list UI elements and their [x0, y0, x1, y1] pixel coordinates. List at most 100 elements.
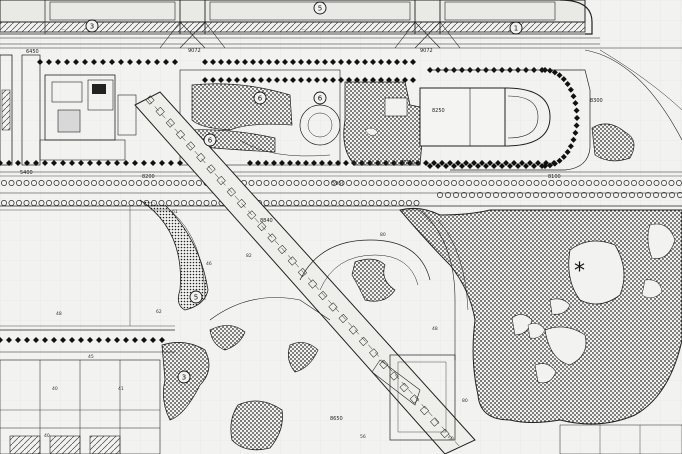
tree-diamond	[91, 59, 97, 65]
tree-circle	[331, 200, 337, 206]
tree-diamond	[515, 163, 521, 169]
road-lines	[0, 49, 682, 353]
tree-circle	[616, 180, 622, 186]
area-marker: 5	[189, 290, 203, 304]
tree-diamond	[572, 100, 579, 107]
tree-circle	[98, 180, 105, 186]
tree-circle	[383, 200, 390, 206]
tree-diamond	[247, 160, 253, 166]
tree-diamond	[6, 337, 12, 343]
tree-circle	[548, 180, 555, 186]
tree-diamond	[386, 77, 392, 83]
tree-diamond	[210, 77, 216, 83]
tree-circle	[469, 192, 475, 198]
tree-diamond	[258, 59, 264, 65]
tree-diamond	[132, 160, 138, 166]
tree-circle	[488, 180, 495, 186]
tree-circle	[211, 200, 217, 206]
tree-circle	[581, 192, 587, 198]
tree-diamond	[163, 59, 169, 65]
tree-circle	[38, 180, 45, 186]
tree-diamond	[463, 160, 469, 166]
canal-bay	[389, 371, 399, 381]
tree-diamond	[346, 59, 352, 65]
tree-circle	[301, 180, 307, 186]
tree-diamond	[114, 160, 120, 166]
tree-diamond	[560, 153, 567, 160]
tree-circle	[68, 180, 75, 186]
tree-circle	[293, 180, 300, 186]
tree-diamond	[168, 160, 174, 166]
tree-circle	[346, 180, 352, 186]
tree-circle	[413, 200, 420, 206]
tree-circle	[597, 192, 603, 198]
tree-diamond	[127, 59, 133, 65]
tree-circle	[376, 180, 382, 186]
tree-diamond	[154, 59, 160, 65]
tree-diamond	[24, 160, 30, 166]
grid-number: 62	[156, 309, 162, 315]
tree-diamond	[539, 163, 545, 169]
svg-text:····: ····	[60, 28, 66, 33]
tree-diamond	[37, 59, 43, 65]
tree-circle	[271, 200, 277, 206]
tree-circle	[509, 192, 515, 198]
tree-circle	[196, 180, 202, 186]
tree-diamond	[570, 136, 577, 143]
tree-circle	[106, 200, 112, 206]
tree-diamond	[105, 337, 111, 343]
canal-bay	[175, 129, 186, 140]
tree-circle	[557, 192, 563, 198]
tree-diamond	[279, 160, 285, 166]
tree-circle	[541, 180, 547, 186]
tree-diamond	[322, 77, 328, 83]
tree-diamond	[467, 163, 473, 169]
planting-islands	[161, 123, 635, 451]
tree-circle	[518, 180, 525, 186]
canal-bay	[358, 336, 369, 347]
tree-circle	[53, 180, 60, 186]
tree-diamond	[314, 59, 320, 65]
canal-bay	[328, 302, 338, 312]
tree-circle	[629, 192, 635, 198]
tree-diamond	[159, 160, 165, 166]
tree-circle	[361, 180, 367, 186]
tree-diamond	[330, 59, 336, 65]
tree-diamond	[282, 59, 288, 65]
grid-number: 40	[52, 386, 58, 392]
tree-diamond	[475, 163, 481, 169]
canal-bay	[348, 325, 358, 335]
tree-diamond	[495, 160, 501, 166]
tree-diamond	[319, 160, 325, 166]
tree-diamond	[141, 337, 147, 343]
tree-diamond	[567, 86, 574, 93]
tree-diamond	[290, 59, 296, 65]
tree-diamond	[234, 77, 240, 83]
tree-circle	[458, 180, 465, 186]
tree-circle	[669, 192, 675, 198]
tree-diamond	[362, 77, 368, 83]
dim-label: 8100	[548, 174, 561, 180]
tree-circle	[631, 180, 637, 186]
tree-diamond	[447, 160, 453, 166]
tree-diamond	[100, 59, 106, 65]
dim-label: 9072	[188, 48, 201, 54]
tree-diamond	[394, 77, 400, 83]
tree-diamond	[255, 160, 261, 166]
dim-label: 5950	[332, 181, 345, 187]
tree-diamond	[551, 69, 558, 76]
tree-diamond	[141, 160, 147, 166]
dim-label: 5790	[402, 160, 415, 166]
tree-diamond	[483, 163, 489, 169]
tree-diamond	[266, 59, 272, 65]
tree-diamond	[330, 77, 336, 83]
tree-circle	[621, 192, 627, 198]
tree-diamond	[560, 76, 567, 83]
tree-diamond	[402, 59, 408, 65]
tree-diamond	[306, 77, 312, 83]
tree-diamond	[123, 337, 129, 343]
tree-circle	[578, 180, 585, 186]
tree-diamond	[519, 160, 525, 166]
tree-diamond	[322, 59, 328, 65]
canal-bay	[379, 359, 389, 370]
